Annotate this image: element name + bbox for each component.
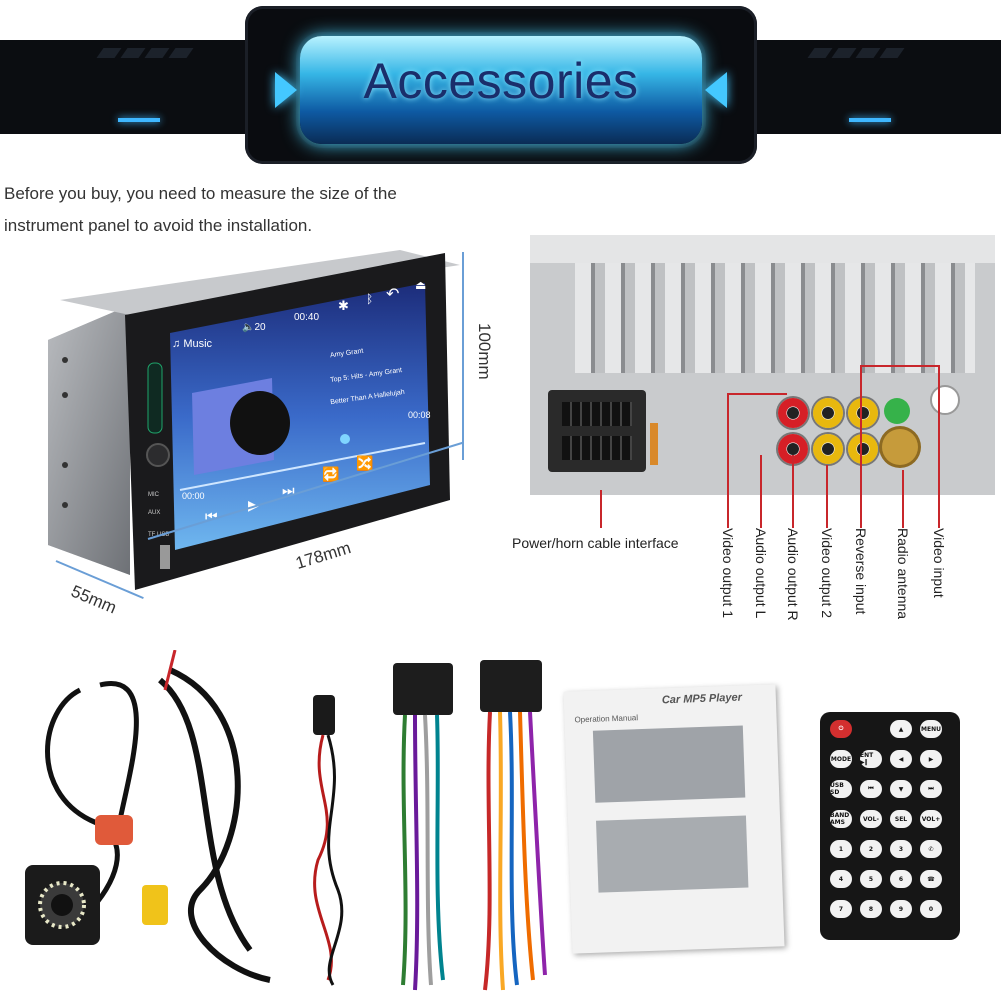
remote-button[interactable]: 2 bbox=[860, 840, 882, 858]
remote-button[interactable]: ▶ bbox=[920, 750, 942, 768]
remote-button[interactable]: ▼ bbox=[890, 780, 912, 798]
rca-jack-yellow[interactable] bbox=[848, 398, 878, 428]
head-unit-image bbox=[48, 250, 460, 590]
video-input-jack[interactable] bbox=[930, 385, 960, 415]
manual-subtitle: Operation Manual bbox=[574, 713, 639, 725]
remote-button[interactable]: 0 bbox=[920, 900, 942, 918]
remote-button[interactable]: VOL+ bbox=[920, 810, 942, 828]
port-label: Video input bbox=[931, 528, 947, 598]
eject-icon[interactable]: ⏏ bbox=[415, 278, 427, 292]
operation-manual: Car MP5 Player Operation Manual bbox=[563, 684, 785, 954]
remote-button[interactable]: MODE bbox=[830, 750, 852, 768]
shuffle-icon[interactable]: 🔀 bbox=[356, 455, 374, 471]
ground-icon bbox=[884, 398, 910, 424]
power-button[interactable]: ⏻ bbox=[830, 720, 852, 738]
heatsink bbox=[575, 263, 975, 373]
remote-button[interactable]: 8 bbox=[860, 900, 882, 918]
elapsed-time: 00:00 bbox=[182, 491, 205, 501]
port-label: Reverse input bbox=[853, 528, 869, 615]
wiring-harness-image bbox=[393, 660, 547, 991]
rca-jack-red[interactable] bbox=[778, 398, 808, 428]
remote-button[interactable]: ENT ▶‖ bbox=[860, 750, 882, 768]
power-horn-label: Power/horn cable interface bbox=[512, 535, 679, 551]
remote-button[interactable]: VOL- bbox=[860, 810, 882, 828]
backup-camera-image bbox=[25, 650, 271, 983]
port-label: Video output 1 bbox=[720, 528, 736, 619]
play-left-icon bbox=[275, 72, 297, 108]
screen-clock: 00:40 bbox=[294, 312, 320, 323]
remote-button[interactable]: 7 bbox=[830, 900, 852, 918]
height-dimension-line bbox=[462, 252, 464, 460]
remote-button[interactable]: ⏮ bbox=[860, 780, 882, 798]
back-icon[interactable]: ↶ bbox=[386, 286, 400, 303]
port-label: Audio output L bbox=[753, 528, 769, 619]
rca-jack-yellow[interactable] bbox=[813, 398, 843, 428]
manual-title: Car MP5 Player bbox=[661, 691, 743, 707]
play-right-icon bbox=[705, 72, 727, 108]
remote-control: ⏻ ▲ MENU MODE ENT ▶‖ ◀ ▶ USB SD ⏮ ▼ ⏭ BAND AMS VOL- S… bbox=[820, 712, 960, 940]
remote-button[interactable]: ⏭ bbox=[920, 780, 942, 798]
remote-button[interactable]: 5 bbox=[860, 870, 882, 888]
iso-connector bbox=[548, 390, 646, 472]
repeat-icon[interactable]: 🔁 bbox=[322, 466, 340, 482]
remote-button[interactable]: ✆ bbox=[920, 840, 942, 858]
aux-label: AUX bbox=[148, 510, 161, 516]
music-note-icon: ♫ bbox=[172, 338, 184, 350]
power-cable-image bbox=[313, 695, 344, 986]
screen-volume[interactable]: 🔈20 bbox=[242, 322, 266, 333]
banner-screen bbox=[300, 36, 702, 144]
remote-button[interactable]: ☎ bbox=[920, 870, 942, 888]
banner-title: Accessories bbox=[363, 53, 639, 109]
remote-button[interactable]: 3 bbox=[890, 840, 912, 858]
manual-image-top bbox=[592, 725, 746, 803]
bluetooth-icon[interactable]: ᛒ bbox=[366, 292, 374, 306]
manual-image-bottom bbox=[596, 815, 749, 893]
port-label: Video output 2 bbox=[819, 528, 835, 619]
rca-jack-yellow[interactable] bbox=[813, 434, 843, 464]
remote-button[interactable]: ▲ bbox=[890, 720, 912, 738]
remote-button[interactable]: 9 bbox=[890, 900, 912, 918]
mic-label: MIC bbox=[148, 492, 159, 498]
antenna-jack[interactable] bbox=[882, 429, 918, 465]
height-dimension: 100mm bbox=[475, 323, 494, 380]
screen-music-label: ♫ Music bbox=[172, 338, 213, 350]
rca-jack-yellow[interactable] bbox=[848, 434, 878, 464]
fuse bbox=[650, 423, 658, 465]
settings-icon[interactable]: ✱ bbox=[338, 298, 349, 313]
remote-button[interactable]: ◀ bbox=[890, 750, 912, 768]
volume-icon: 🔈 bbox=[242, 322, 255, 333]
remote-button[interactable]: MENU bbox=[920, 720, 942, 738]
remote-button[interactable]: 6 bbox=[890, 870, 912, 888]
remote-button[interactable]: SEL bbox=[890, 810, 912, 828]
remote-button[interactable]: USB SD bbox=[830, 780, 852, 798]
intro-text: Before you buy, you need to measure the … bbox=[4, 184, 397, 235]
accessories-banner: Accessories bbox=[0, 0, 1001, 170]
total-time: 00:08 bbox=[408, 410, 431, 420]
port-label: Audio output R bbox=[785, 528, 801, 621]
banner-glow-line bbox=[118, 118, 160, 122]
remote-button[interactable]: BAND AMS bbox=[830, 810, 852, 828]
port-label: Radio antenna bbox=[895, 528, 911, 620]
banner-glow-line bbox=[849, 118, 891, 122]
remote-button[interactable]: 1 bbox=[830, 840, 852, 858]
remote-button[interactable]: 4 bbox=[830, 870, 852, 888]
